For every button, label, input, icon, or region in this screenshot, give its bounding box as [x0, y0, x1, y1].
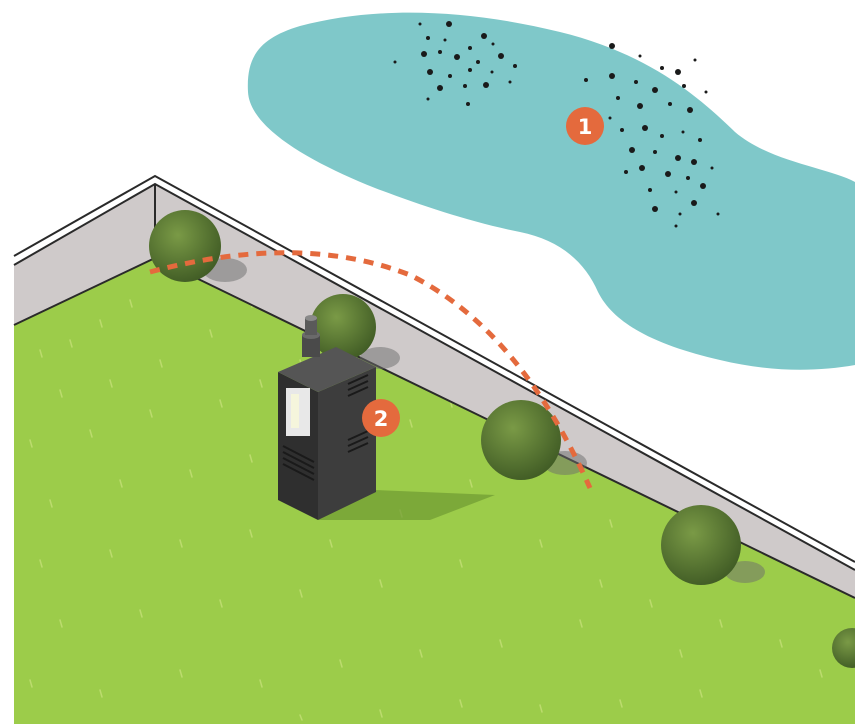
shrub-icon: [310, 294, 400, 369]
marker-2-badge: 2: [362, 399, 400, 437]
lake: [247, 12, 855, 370]
marker-1-label: 1: [578, 115, 593, 139]
shrub-icon: [481, 400, 587, 480]
particle-cluster-right: [584, 43, 720, 228]
grass-texture: [29, 299, 823, 721]
particle-cluster-left: [393, 21, 517, 106]
outdoor-air-sampler-icon: [278, 315, 376, 520]
dashed-path: [149, 250, 593, 490]
shrub-icon: [149, 210, 247, 282]
shrub-icon: [661, 505, 765, 585]
marker-2-label: 2: [374, 407, 389, 431]
marker-1-badge: 1: [566, 107, 604, 145]
lawn: [14, 258, 855, 724]
shrub-icon: [832, 628, 855, 668]
